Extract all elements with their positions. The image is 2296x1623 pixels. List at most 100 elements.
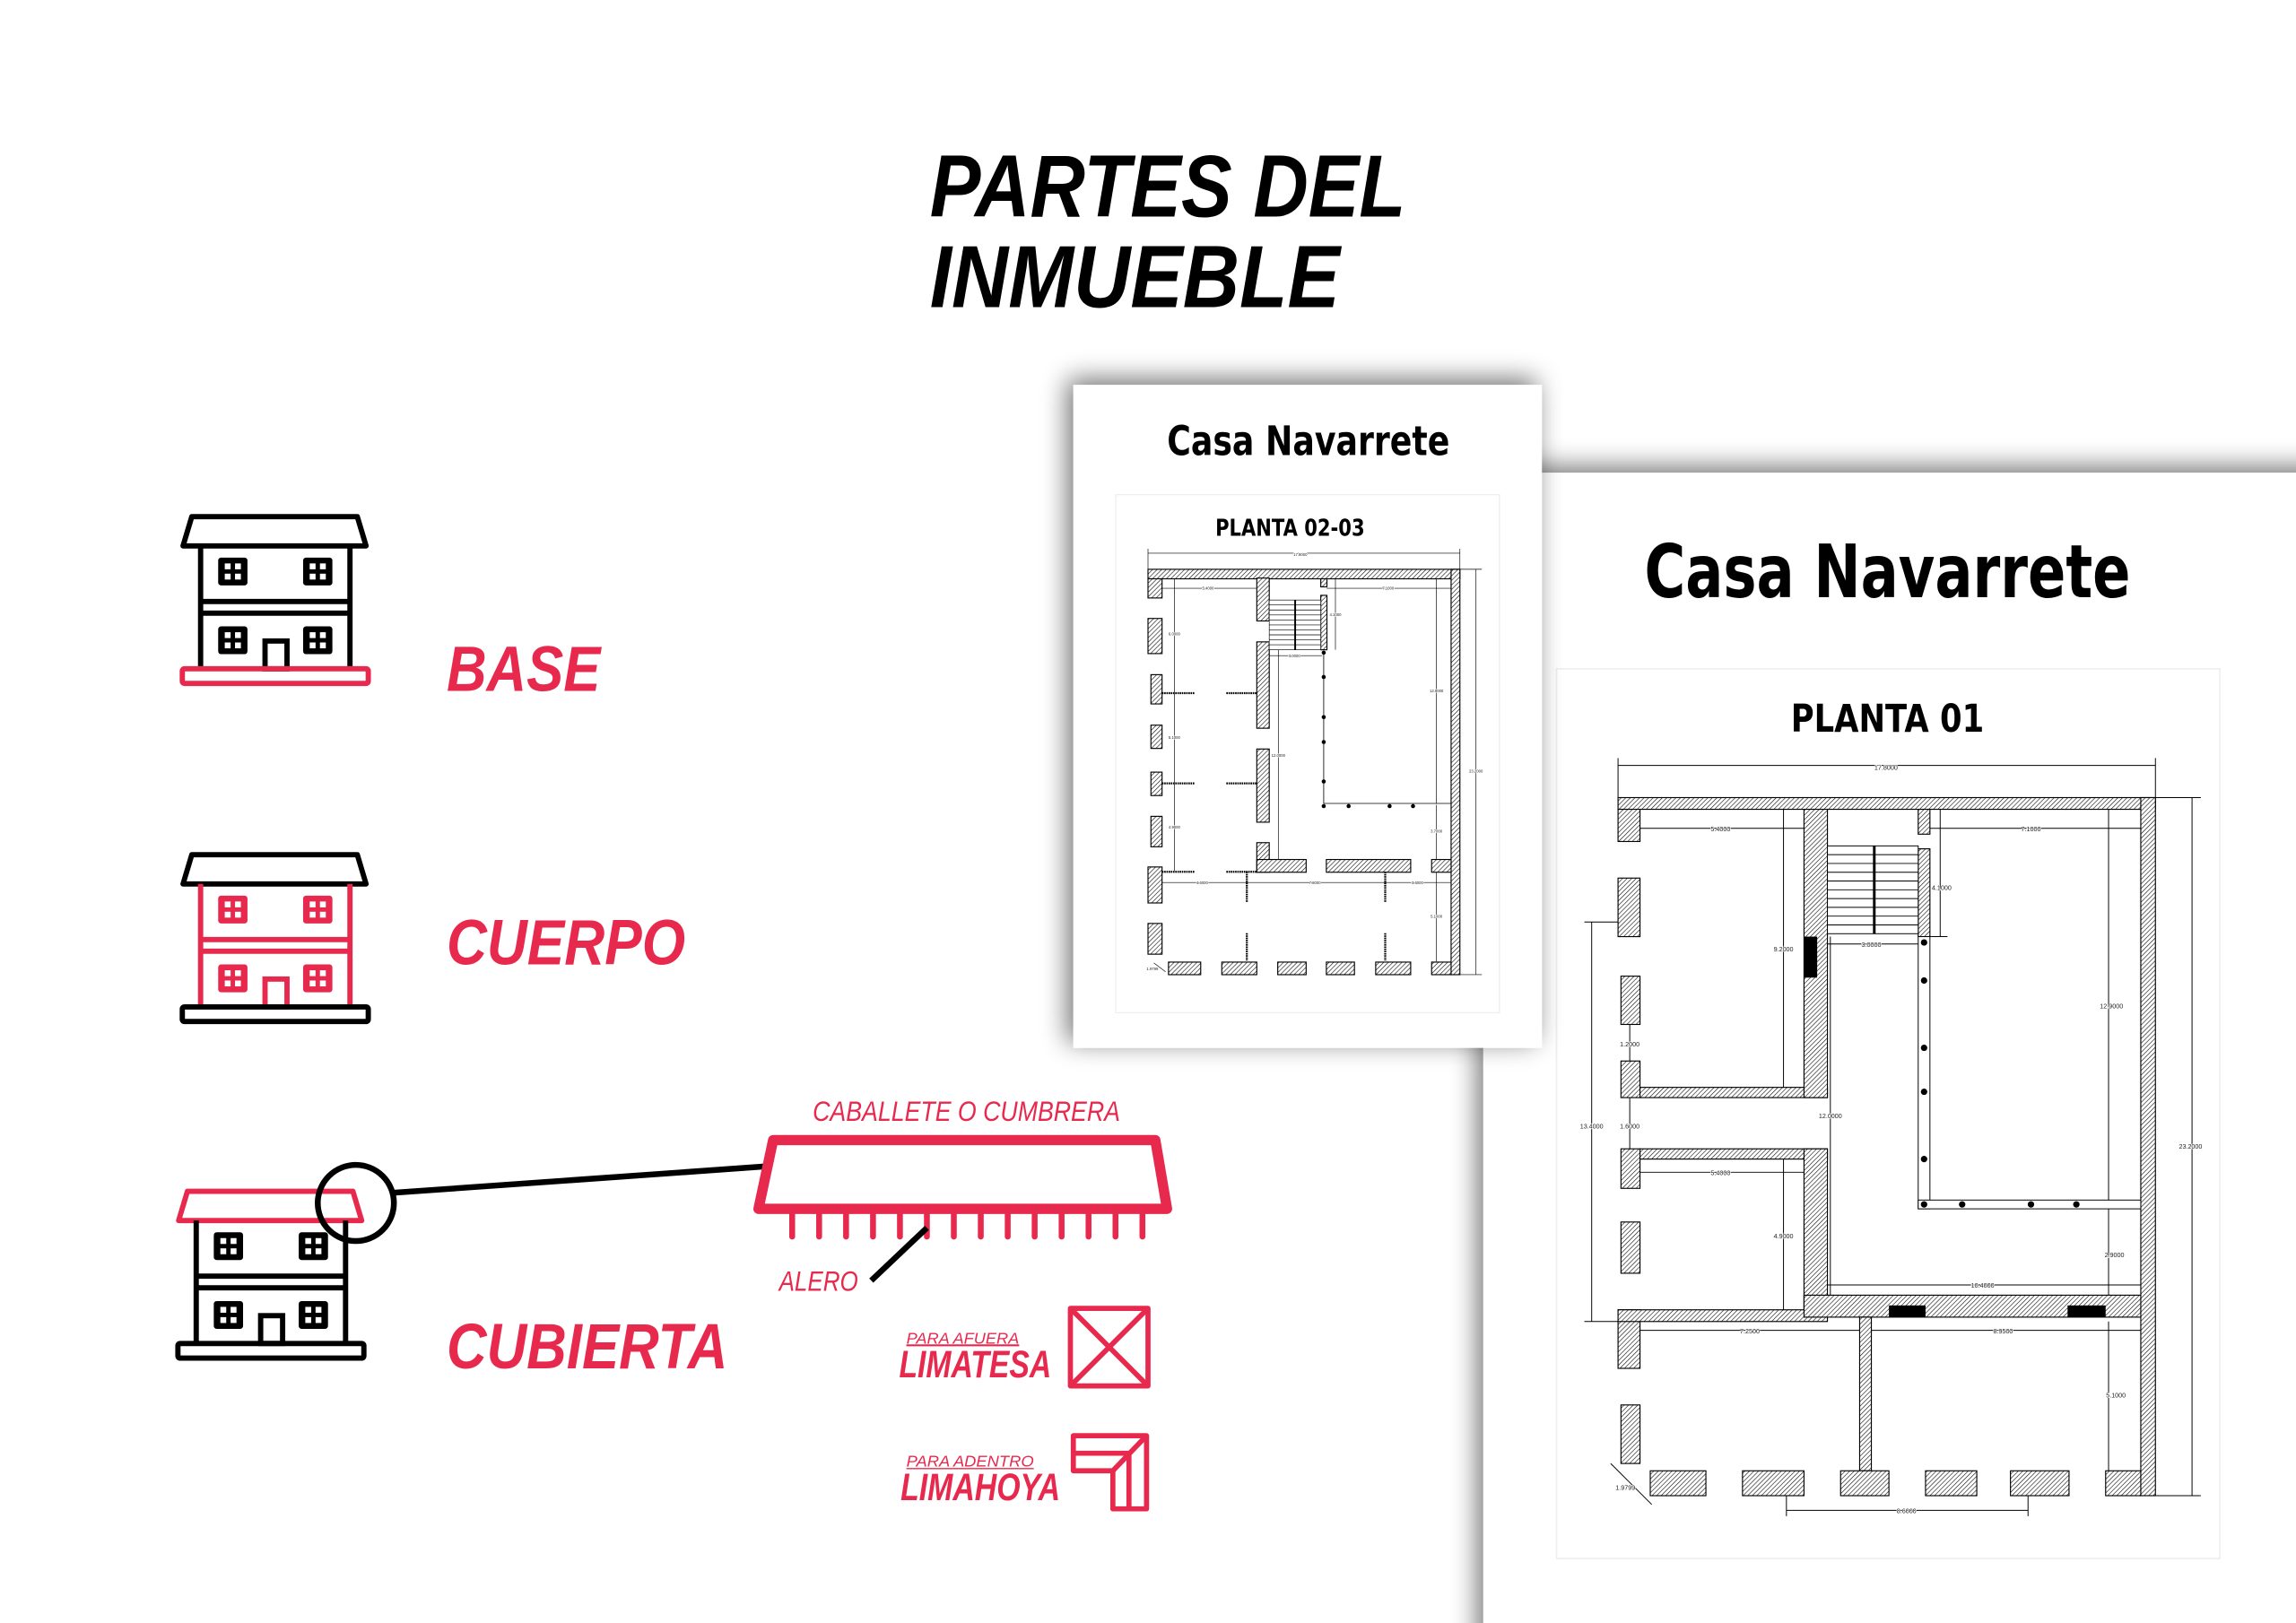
- window-frame: [302, 895, 333, 924]
- window-pane: [224, 980, 231, 987]
- valley-label: LIMAHOYA: [900, 1466, 1060, 1508]
- window-pane: [220, 1248, 227, 1254]
- dimension-label: 4.1000: [1932, 884, 1952, 891]
- dimension-label: 5.4000: [1710, 826, 1730, 833]
- wall: [1147, 577, 1163, 599]
- window-pane: [230, 1306, 237, 1313]
- part-label-base: BASE: [447, 633, 602, 705]
- roof: [176, 1188, 365, 1224]
- dimension-label: 12.9000: [1430, 689, 1444, 693]
- sheet-title: Casa Navarrete: [1167, 418, 1449, 465]
- wall: [1617, 796, 2156, 811]
- window-pane: [220, 1237, 227, 1245]
- wall: [1221, 961, 1257, 976]
- window-pane: [319, 642, 326, 649]
- window-pane: [309, 911, 316, 918]
- window-pane: [319, 970, 326, 976]
- hip-symbol-icon: [1067, 1306, 1151, 1389]
- wall: [1320, 595, 1328, 651]
- window-pane: [224, 563, 231, 569]
- column-dot: [1321, 650, 1326, 655]
- wall: [1256, 577, 1270, 622]
- window-pane: [305, 1306, 311, 1313]
- base-plinth: [179, 665, 371, 687]
- dimension-label: 4.9000: [1169, 825, 1181, 829]
- wall: [1620, 1404, 1641, 1464]
- dimension-label: 5.4000: [1710, 1170, 1730, 1177]
- dimension-label: 23.2000: [2179, 1143, 2202, 1150]
- wall: [1742, 1470, 1805, 1497]
- column-dot: [1920, 939, 1927, 946]
- column-dot: [2027, 1201, 2035, 1208]
- window-icon: [302, 964, 333, 993]
- window-icon: [218, 626, 248, 655]
- dimension-label: 9.2000: [1774, 946, 1794, 953]
- window-icon: [302, 557, 333, 586]
- plan-frame: [1115, 493, 1500, 1014]
- window-pane: [319, 563, 326, 569]
- door: [262, 976, 290, 1010]
- roof: [180, 852, 370, 887]
- dimension-label: 2.9000: [2105, 1252, 2125, 1259]
- callout-line: [393, 1163, 767, 1196]
- wall: [1639, 1087, 1829, 1098]
- window-frame: [302, 557, 333, 586]
- dimension-label: 7.1000: [1382, 586, 1395, 591]
- dimension-line: [1628, 1480, 1652, 1506]
- magnifier-circle-icon: [315, 1161, 397, 1245]
- window-pane: [309, 573, 316, 580]
- window-icon: [218, 895, 248, 924]
- sheet-planta-02-03: Casa Navarrete PLANTA 02-03 17.80005.400…: [1073, 385, 1543, 1048]
- dimension-label: 8.9500: [1993, 1328, 2013, 1335]
- dimension-label: 10.4000: [1971, 1282, 1995, 1289]
- wall: [1147, 568, 1461, 580]
- window-pane: [309, 642, 316, 649]
- window-pane: [235, 632, 241, 638]
- wall: [1617, 877, 1641, 938]
- window-frame: [218, 626, 248, 655]
- column-dot: [1920, 976, 1927, 985]
- window-pane: [224, 970, 231, 976]
- wall: [1147, 866, 1163, 904]
- wall: [1620, 1060, 1641, 1098]
- dimension-label: 3.0000: [1289, 654, 1301, 658]
- column-dot: [1321, 740, 1326, 744]
- window-pane: [224, 901, 231, 907]
- column-dot: [1387, 803, 1392, 809]
- window-pane: [224, 911, 231, 918]
- window-icon: [218, 964, 248, 993]
- dimension-label: 7.2500: [1740, 1328, 1760, 1335]
- column-dot: [1321, 715, 1326, 720]
- dimension-label: 1.9799: [1146, 967, 1159, 971]
- dimension-label: 1.9799: [1615, 1484, 1635, 1491]
- window-pane: [224, 632, 231, 638]
- wall: [1320, 577, 1328, 588]
- part-label-cuerpo: CUERPO: [447, 907, 685, 979]
- sheet-paper: [1483, 473, 2296, 1623]
- window-pane: [309, 563, 316, 569]
- wall: [1803, 1148, 1829, 1311]
- window-pane: [319, 632, 326, 638]
- window-pane: [315, 1248, 322, 1254]
- window-pane: [309, 632, 316, 638]
- window-pane: [315, 1306, 322, 1313]
- wall: [1150, 815, 1163, 847]
- hip-note: PARA AFUERA: [907, 1329, 1020, 1347]
- dimension-label: 23.2000: [1469, 769, 1483, 774]
- window-pane: [235, 563, 241, 569]
- window-pane: [305, 1248, 311, 1254]
- dimension-label: 12.0000: [1819, 1113, 1842, 1120]
- window-icon: [302, 626, 333, 655]
- column-block: [1889, 1305, 1926, 1317]
- dimension-line: [1153, 962, 1166, 972]
- window-pane: [230, 1237, 237, 1245]
- window-frame: [302, 626, 333, 655]
- valley-symbol-icon: [1070, 1433, 1150, 1512]
- window-icon: [299, 1300, 328, 1329]
- window-pane: [224, 642, 231, 649]
- column-dot: [2073, 1201, 2080, 1208]
- window-icon: [213, 1232, 244, 1261]
- wall: [1620, 1221, 1641, 1274]
- column-dot: [1920, 1156, 1927, 1163]
